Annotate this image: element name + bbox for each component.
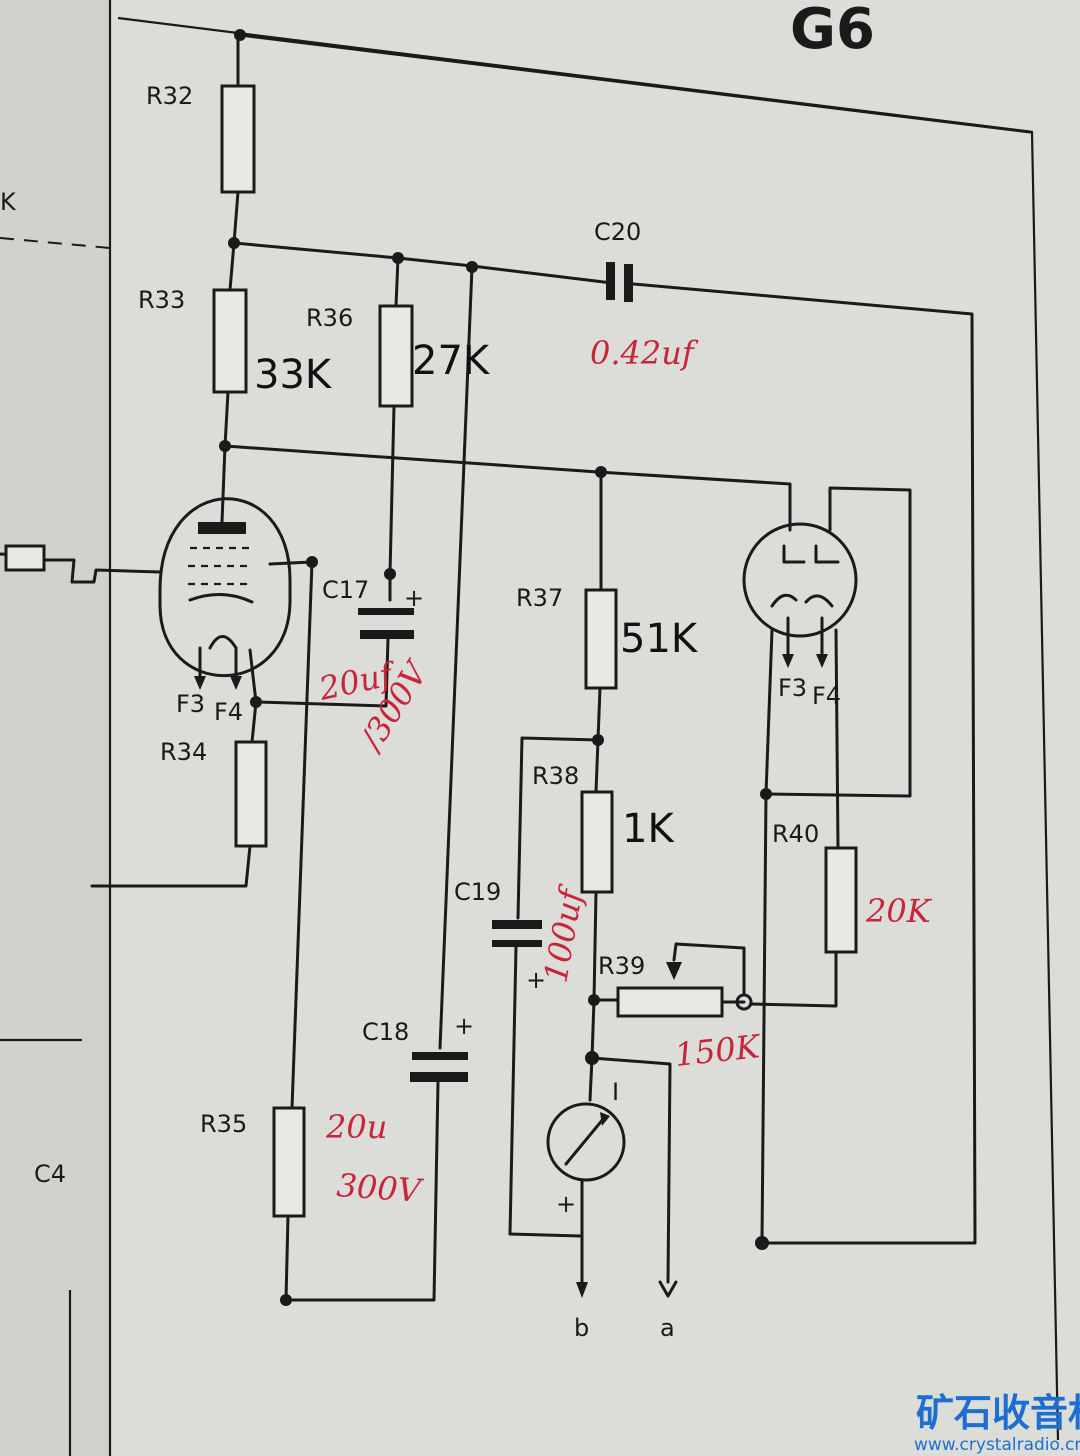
label-r37: R37 <box>516 584 563 612</box>
hand-r38-value: 1K <box>622 806 675 852</box>
c18-capacitor <box>284 265 474 1302</box>
terminal-b: b <box>574 1314 589 1342</box>
hand-r36-value: 27K <box>412 338 491 384</box>
hand-r37-value: 51K <box>620 616 699 662</box>
label-r39: R39 <box>598 952 645 980</box>
right-f4-label: F4 <box>812 682 841 710</box>
plate-wire <box>223 444 792 532</box>
terminal-a: a <box>660 1314 675 1342</box>
r37-resistor <box>584 470 618 746</box>
hand-c20-value: 0.42uf <box>590 334 699 372</box>
r36-resistor <box>378 256 414 580</box>
hand-r40-value: 20K <box>865 892 933 930</box>
label-c17: C17 <box>322 576 369 604</box>
c20-capacitor <box>606 262 977 1245</box>
hand-r39-value: 150K <box>673 1027 764 1074</box>
c19-plus: + <box>526 966 546 994</box>
label-c4: C4 <box>34 1160 66 1188</box>
diode-tube <box>742 486 912 1250</box>
label-r40: R40 <box>772 820 819 848</box>
label-c19: C19 <box>454 878 501 906</box>
r39-potentiometer <box>592 942 838 1018</box>
left-f3-label: F3 <box>176 690 205 718</box>
c19-capacitor <box>492 736 600 1238</box>
watermark-url: www.crystalradio.cn <box>914 1435 1080 1455</box>
label-r34: R34 <box>160 738 207 766</box>
label-r36: R36 <box>306 304 353 332</box>
edge-mark: K <box>0 188 17 216</box>
label-r32: R32 <box>146 82 193 110</box>
hand-r33-value: 33K <box>254 352 333 398</box>
label-c18: C18 <box>362 1018 409 1046</box>
r33-resistor <box>212 241 248 452</box>
label-r33: R33 <box>138 286 185 314</box>
r34-resistor <box>90 700 268 888</box>
c17-plus: + <box>404 584 424 612</box>
c18-plus: + <box>454 1012 474 1040</box>
r40-resistor <box>824 846 858 954</box>
hand-c18-voltage: 300V <box>335 1166 425 1210</box>
left-f4-label: F4 <box>214 698 243 726</box>
hand-c18-capacitance: 20u <box>325 1108 387 1146</box>
page-id: G6 <box>790 0 875 62</box>
meter-i <box>546 1056 678 1298</box>
watermark-site-name: 矿石收音机 <box>916 1391 1080 1435</box>
r38-resistor <box>580 738 614 1065</box>
c17-capacitor <box>256 572 414 708</box>
label-c20: C20 <box>594 218 641 246</box>
meter-plus: + <box>556 1190 576 1218</box>
r35-resistor <box>272 560 314 1306</box>
label-r38: R38 <box>532 762 579 790</box>
right-f3-label: F3 <box>778 674 807 702</box>
pentode-tube <box>0 444 318 708</box>
meter-label: I <box>612 1078 619 1106</box>
label-r35: R35 <box>200 1110 247 1138</box>
